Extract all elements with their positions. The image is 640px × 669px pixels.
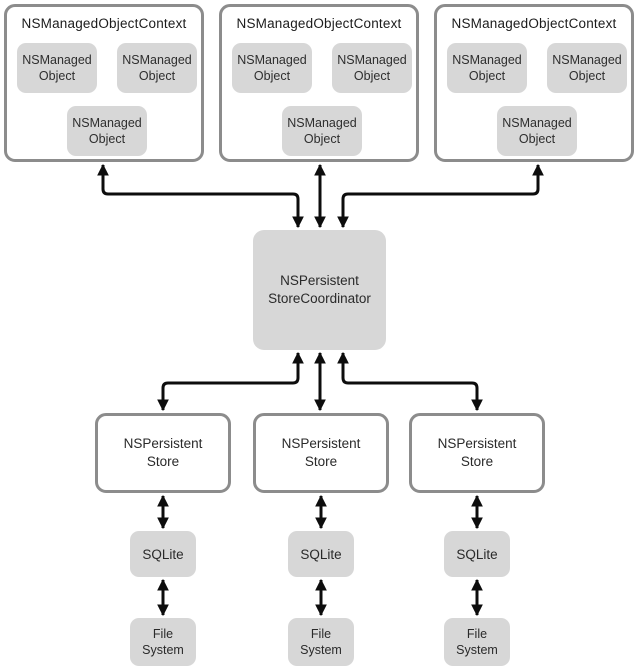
arrow-context1-coordinator: [97, 163, 304, 229]
file-system-box-3: File System: [444, 618, 510, 666]
managed-object-context-box-3: NSManagedObjectContext NSManaged Object …: [434, 4, 634, 162]
managed-object-context-box-2: NSManagedObjectContext NSManaged Object …: [219, 4, 419, 162]
context-title: NSManagedObjectContext: [451, 16, 617, 31]
persistent-store-label: NSPersistent Store: [123, 435, 203, 469]
context-title: NSManagedObjectContext: [21, 16, 187, 31]
sqlite-label: SQLite: [300, 546, 342, 562]
sqlite-box-2: SQLite: [288, 531, 354, 577]
managed-object-box: NSManaged Object: [117, 43, 197, 93]
managed-object-box: NSManaged Object: [232, 43, 312, 93]
persistent-store-box-3: NSPersistent Store: [409, 413, 545, 493]
persistent-store-label: NSPersistent Store: [281, 435, 361, 469]
arrow-coordinator-store3: [337, 351, 483, 412]
managed-object-box: NSManaged Object: [282, 106, 362, 156]
persistent-store-coordinator-label: NSPersistent StoreCoordinator: [268, 272, 371, 306]
managed-object-label: NSManaged Object: [452, 52, 522, 84]
managed-object-label: NSManaged Object: [72, 115, 142, 147]
file-system-label: File System: [300, 626, 342, 658]
managed-object-label: NSManaged Object: [552, 52, 622, 84]
managed-object-label: NSManaged Object: [502, 115, 572, 147]
persistent-store-coordinator-box: NSPersistent StoreCoordinator: [253, 230, 386, 350]
context-title: NSManagedObjectContext: [236, 16, 402, 31]
sqlite-label: SQLite: [142, 546, 184, 562]
managed-object-label: NSManaged Object: [22, 52, 92, 84]
persistent-store-label: NSPersistent Store: [437, 435, 517, 469]
persistent-store-box-2: NSPersistent Store: [253, 413, 389, 493]
managed-object-box: NSManaged Object: [17, 43, 97, 93]
managed-object-context-box-1: NSManagedObjectContext NSManaged Object …: [4, 4, 204, 162]
managed-object-label: NSManaged Object: [237, 52, 307, 84]
managed-object-box: NSManaged Object: [67, 106, 147, 156]
managed-object-box: NSManaged Object: [447, 43, 527, 93]
managed-object-box: NSManaged Object: [332, 43, 412, 93]
arrow-context3-coordinator: [337, 163, 544, 229]
sqlite-box-3: SQLite: [444, 531, 510, 577]
sqlite-label: SQLite: [456, 546, 498, 562]
managed-object-box: NSManaged Object: [497, 106, 577, 156]
arrow-coordinator-store1: [157, 351, 304, 412]
sqlite-box-1: SQLite: [130, 531, 196, 577]
managed-object-box: NSManaged Object: [547, 43, 627, 93]
file-system-label: File System: [142, 626, 184, 658]
managed-object-label: NSManaged Object: [337, 52, 407, 84]
file-system-box-2: File System: [288, 618, 354, 666]
file-system-label: File System: [456, 626, 498, 658]
managed-object-label: NSManaged Object: [287, 115, 357, 147]
file-system-box-1: File System: [130, 618, 196, 666]
managed-object-label: NSManaged Object: [122, 52, 192, 84]
persistent-store-box-1: NSPersistent Store: [95, 413, 231, 493]
